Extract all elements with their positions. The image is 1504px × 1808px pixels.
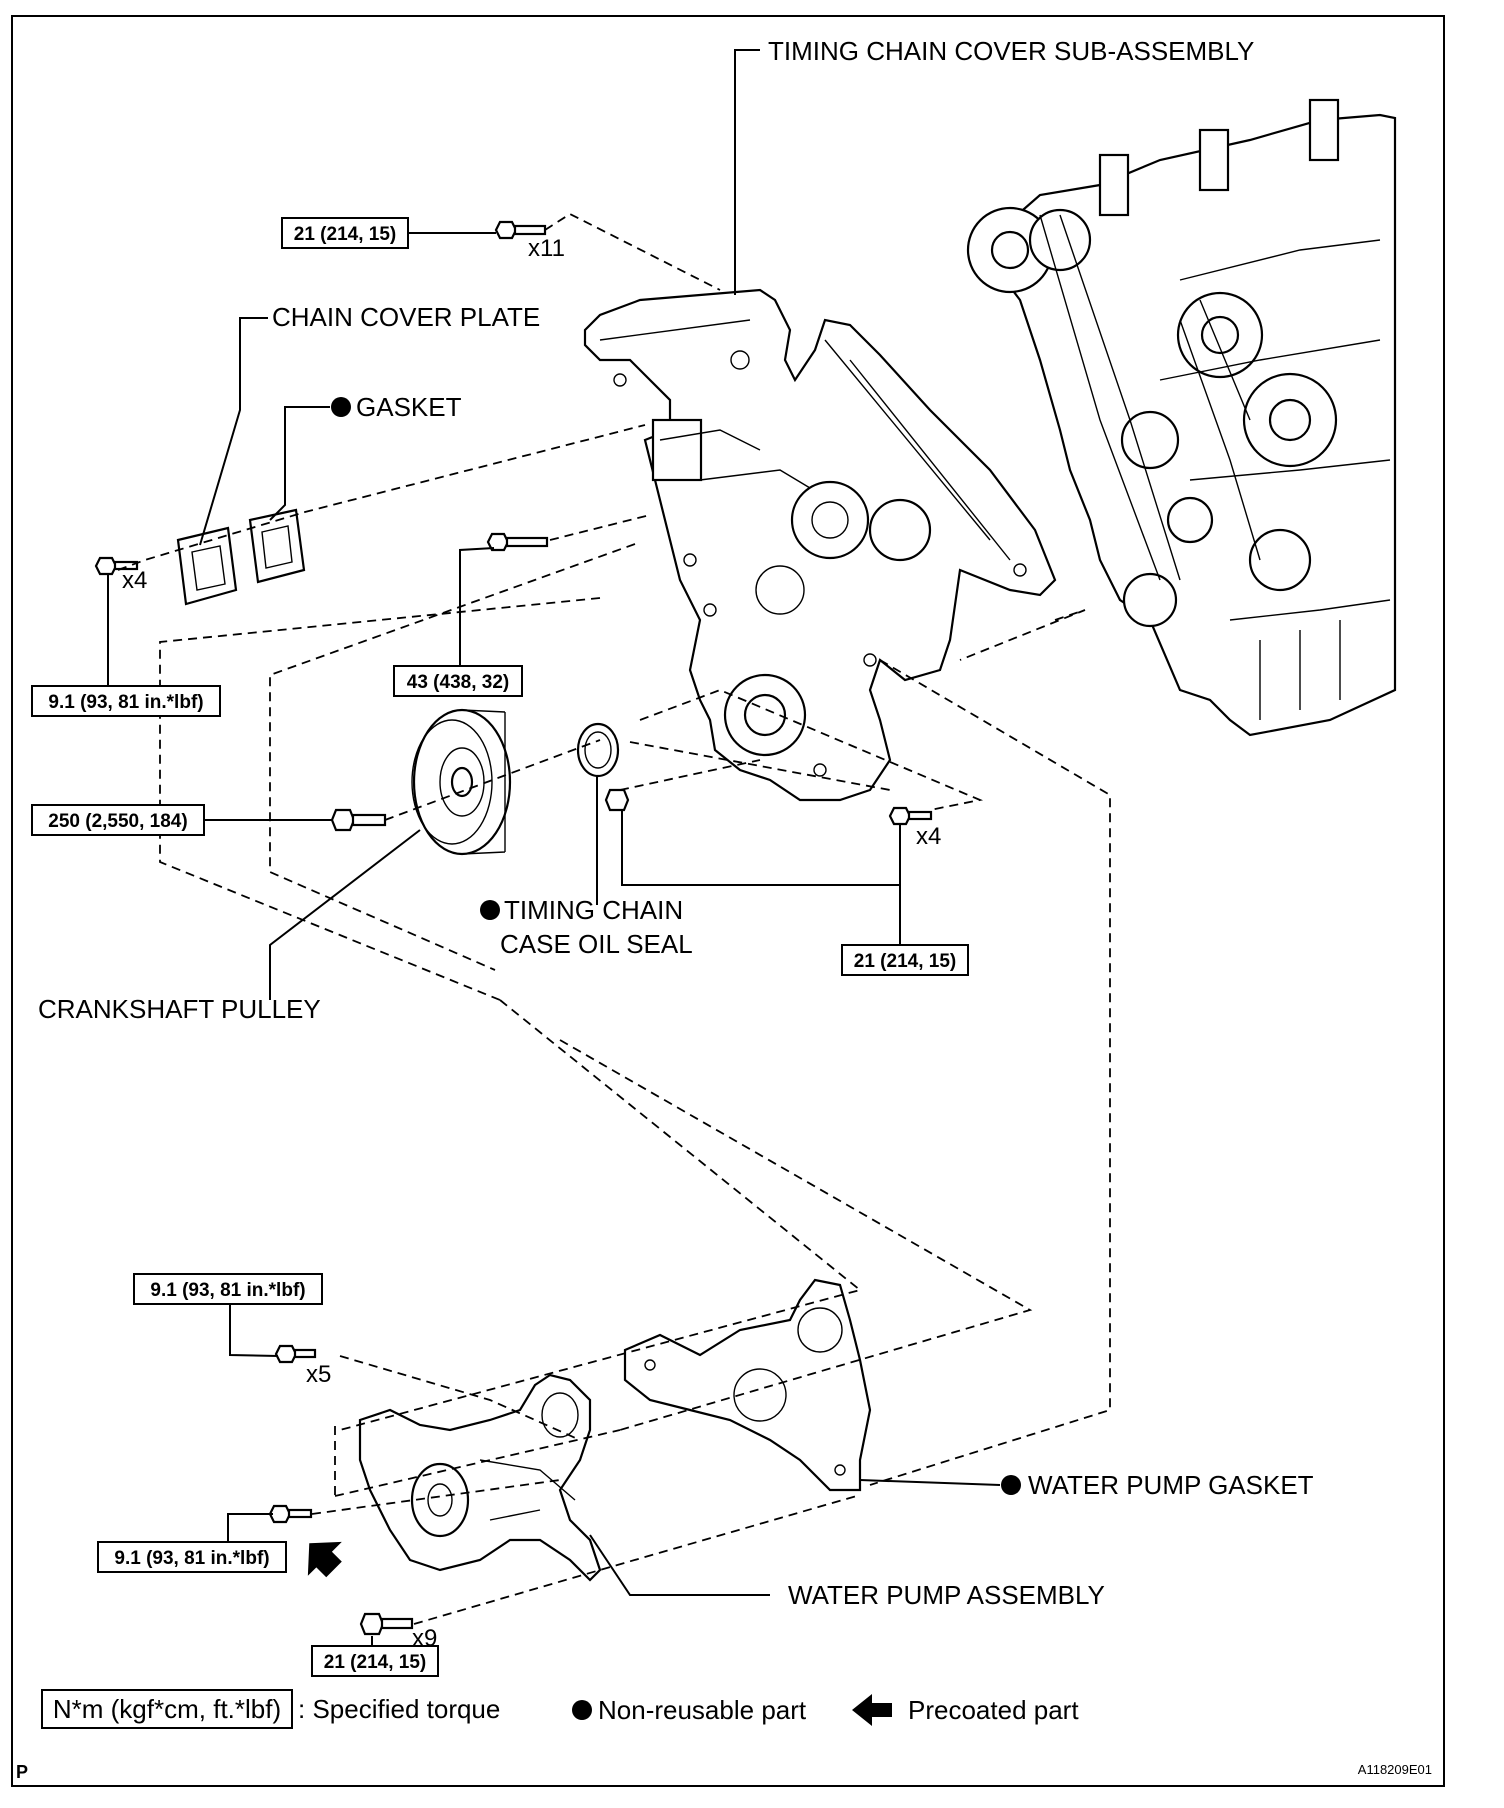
water-pump-assembly-illustration [358, 1373, 602, 1582]
non-reusable-dot-icon [480, 900, 500, 920]
label-water-pump-gasket: WATER PUMP GASKET [1028, 1470, 1314, 1500]
torque-box [133, 1273, 323, 1305]
leader-lines [107, 49, 1001, 1646]
qty-wp-bolts-bottom: x9 [412, 1625, 437, 1652]
bolt-icon [888, 806, 933, 826]
qty-cover-bolts-top: x11 [528, 235, 565, 262]
bolt-icon [359, 1612, 414, 1636]
qty-cover-bolts-lower: x4 [916, 823, 941, 850]
legend: N*m (kgf*cm, ft.*lbf) : Specified torque… [41, 1689, 1079, 1729]
chain-cover-plate-illustration [176, 526, 238, 606]
water-pump-gasket-illustration [623, 1278, 872, 1492]
bolt-icon [604, 788, 630, 812]
non-reusable-dot-icon [572, 1700, 592, 1720]
crankshaft-pulley-illustration [411, 708, 512, 856]
label-water-pump-assembly: WATER PUMP ASSEMBLY [788, 1580, 1105, 1610]
oil-seal-illustration [576, 722, 620, 778]
figure-code: A118209E01 [1358, 1762, 1432, 1777]
legend-torque-box [41, 1689, 293, 1729]
bolt-icon [268, 1504, 313, 1524]
torque-pulley-bolt: 250 (2,550, 184) [48, 811, 187, 832]
label-oil-seal-line1: TIMING CHAIN [504, 895, 683, 925]
torque-cover-bolt-mid: 43 (438, 32) [407, 672, 509, 693]
alignment-lines [117, 212, 1111, 1625]
gasket-illustration [248, 508, 306, 584]
bolt-icon [274, 1344, 317, 1364]
torque-box [31, 804, 205, 836]
precoated-arrow-icon [307, 1541, 342, 1578]
torque-box [311, 1645, 439, 1677]
torque-box [281, 217, 409, 249]
torque-box [31, 685, 221, 717]
label-gasket: GASKET [356, 392, 462, 422]
torque-wp-bolt-precoated: 9.1 (93, 81 in.*lbf) [114, 1548, 269, 1569]
legend-precoated: Precoated part [908, 1695, 1079, 1725]
legend-torque-unit: N*m (kgf*cm, ft.*lbf) [53, 1694, 281, 1724]
torque-box [393, 665, 523, 697]
non-reusable-dot-icon [331, 397, 351, 417]
bolt-icon [486, 532, 549, 552]
legend-non-reusable: Non-reusable part [598, 1695, 807, 1725]
label-oil-seal-line2: CASE OIL SEAL [500, 929, 693, 959]
diagram-border [11, 15, 1445, 1787]
torque-box [97, 1541, 287, 1573]
torque-plate-bolts: 9.1 (93, 81 in.*lbf) [48, 692, 203, 713]
precoated-arrow-icon [852, 1694, 892, 1726]
bolt-icon [330, 808, 387, 832]
non-reusable-dot-icon [1001, 1475, 1021, 1495]
timing-chain-cover-illustration [583, 288, 1057, 802]
engine-block-illustration [966, 98, 1397, 737]
torque-cover-bolts-lower: 21 (214, 15) [854, 951, 956, 972]
qty-wp-bolts-upper: x5 [306, 1361, 331, 1388]
torque-box [841, 944, 969, 976]
bolt-icon [94, 556, 139, 576]
label-chain-cover-plate: CHAIN COVER PLATE [272, 302, 540, 332]
label-timing-chain-cover: TIMING CHAIN COVER SUB-ASSEMBLY [768, 36, 1254, 66]
torque-wp-bolts-upper: 9.1 (93, 81 in.*lbf) [150, 1280, 305, 1301]
torque-cover-bolts-top: 21 (214, 15) [294, 224, 396, 245]
qty-plate-bolts: x4 [122, 567, 147, 594]
label-crankshaft-pulley: CRANKSHAFT PULLEY [38, 994, 321, 1024]
corner-mark: P [16, 1762, 28, 1782]
legend-torque-desc: : Specified torque [298, 1694, 500, 1724]
torque-wp-bolts-bottom: 21 (214, 15) [324, 1652, 426, 1673]
